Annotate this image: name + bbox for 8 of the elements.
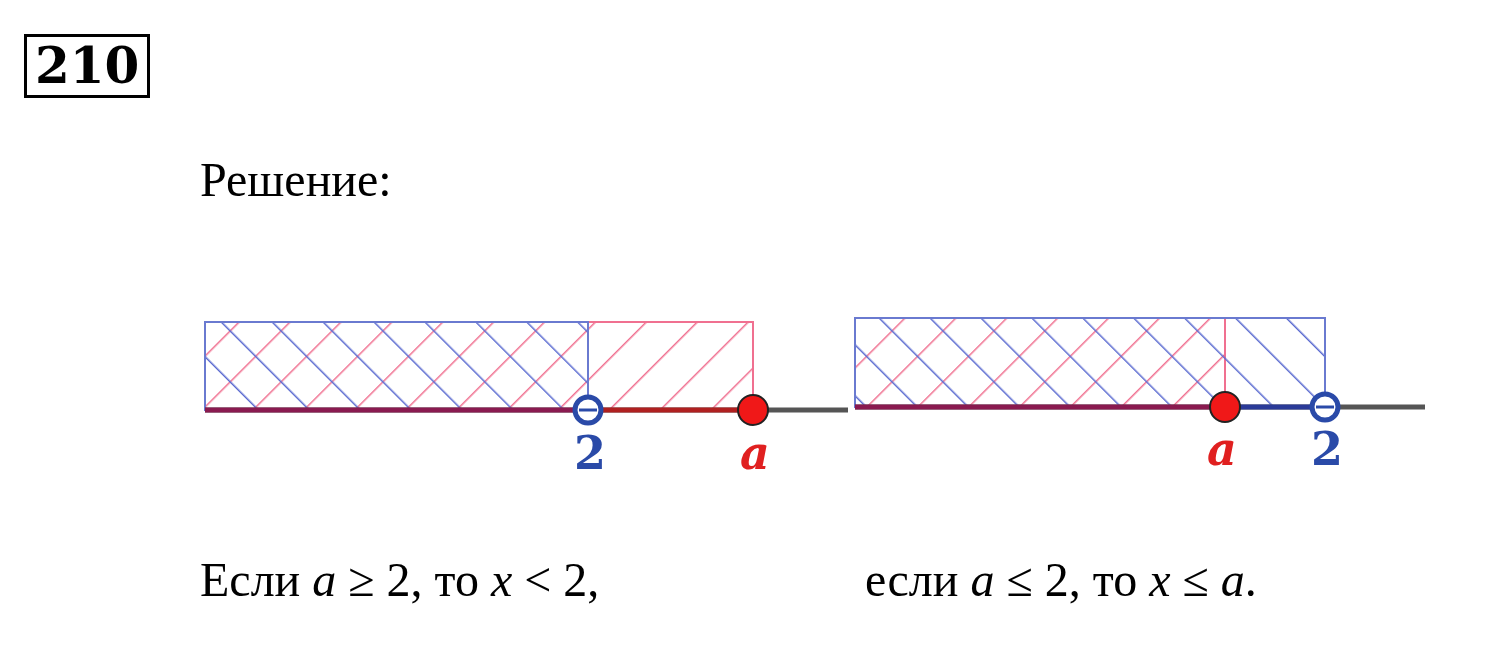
point-label: 2	[1311, 424, 1343, 474]
point-label: 2	[574, 428, 606, 478]
point-label: a	[740, 428, 770, 478]
point-label: a	[1207, 424, 1237, 474]
heading: Решение:	[200, 152, 392, 208]
statement: если a ≤ 2, то x ≤ a.	[865, 552, 1257, 608]
statement: Если a ≥ 2, то x < 2,	[200, 552, 600, 608]
problem-number: 210	[24, 34, 151, 98]
